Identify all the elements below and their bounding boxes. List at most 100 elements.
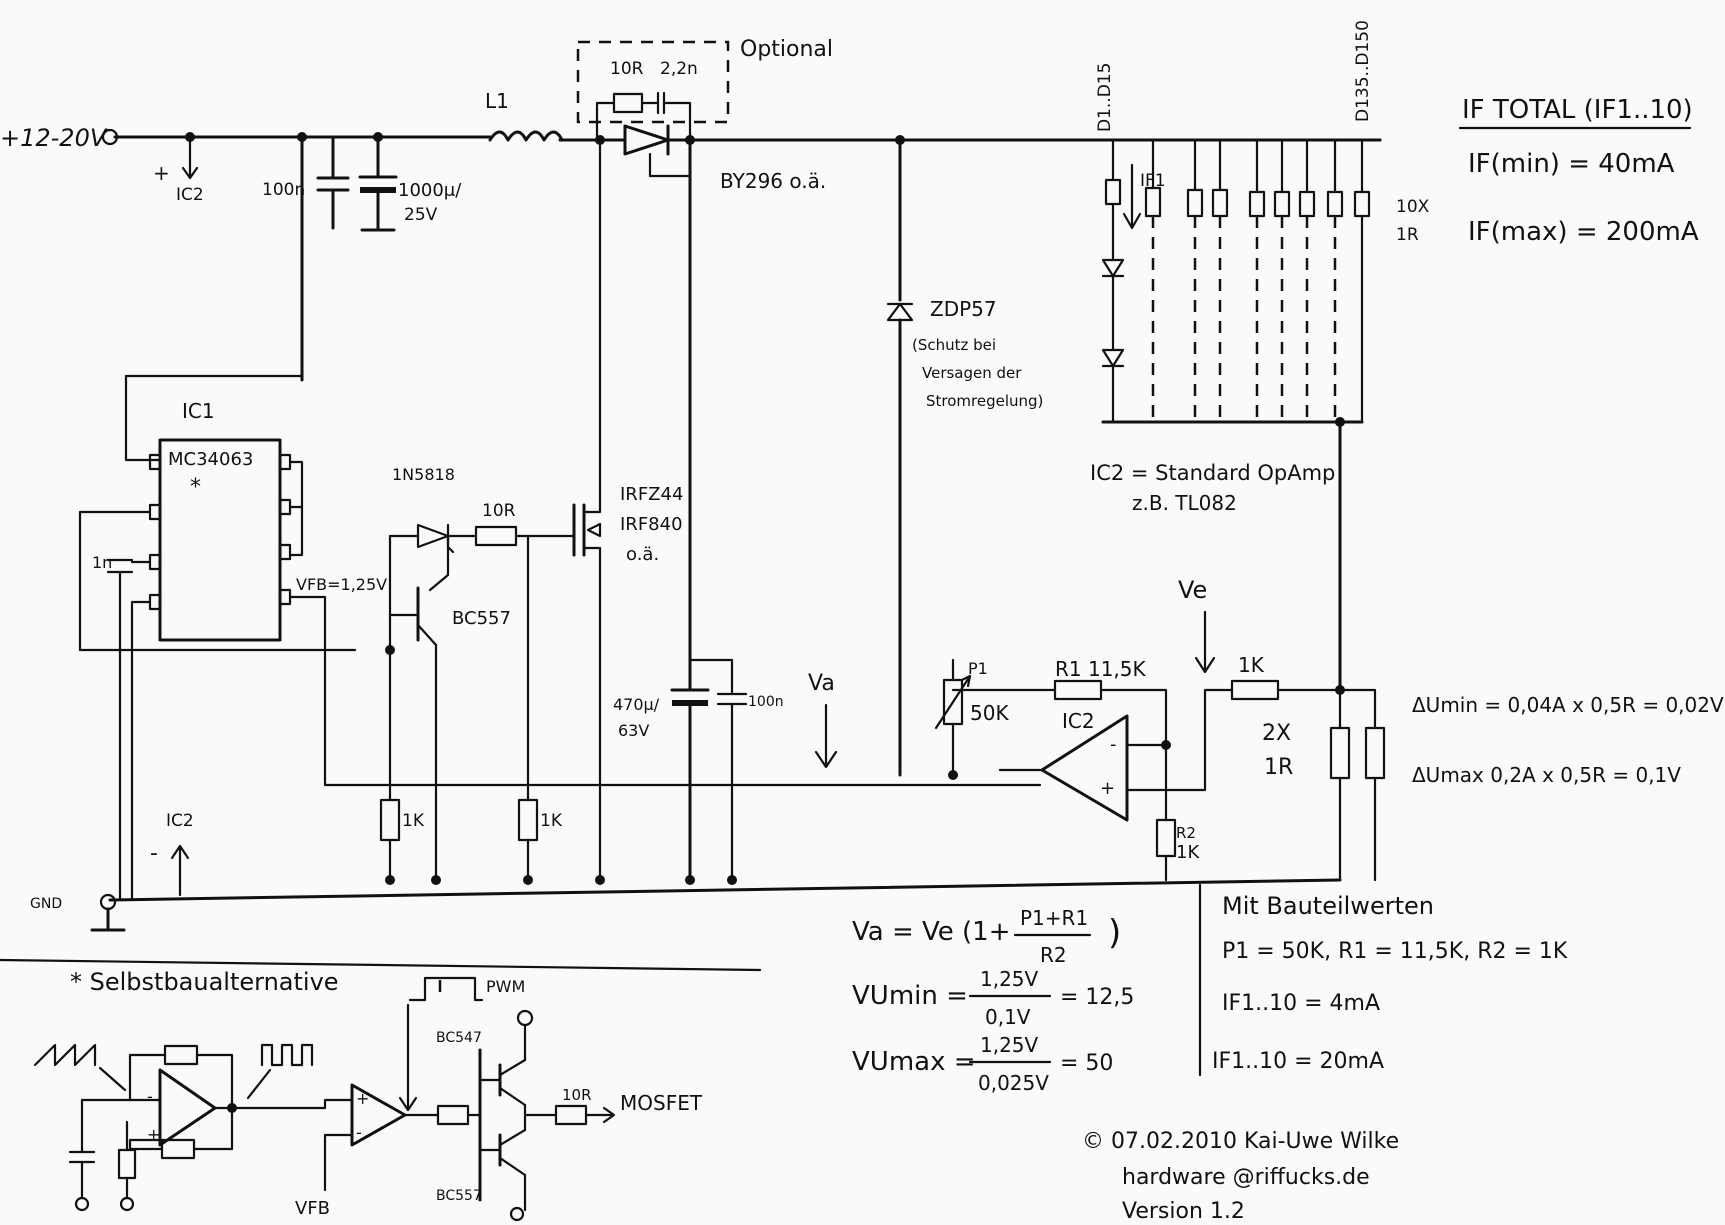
led-group-label-1: D1..D15 [1095, 63, 1115, 132]
zener-note-2: Versagen der [922, 364, 1022, 382]
led-array [1098, 138, 1382, 424]
ic2-plus-label: IC2 [176, 185, 204, 205]
pwm-symbol [408, 976, 484, 1002]
va-close: ) [1108, 913, 1121, 953]
va-frac-bot: R2 [1040, 943, 1067, 967]
r2-value: 1K [1176, 842, 1200, 863]
led-resistor-count: 10X [1396, 197, 1430, 217]
zener-label: ZDP57 [930, 297, 997, 321]
input-cap-100n-label: 100n [262, 180, 305, 200]
pull-resistor-1-label: 1K [402, 811, 425, 831]
transistor-bc557-label: BC557 [452, 608, 511, 629]
mosfet-label-3: o.ä. [626, 544, 659, 565]
square-symbol [260, 1043, 314, 1067]
shunt-count-label: 2X [1262, 721, 1291, 746]
r1-label: R1 11,5K [1055, 657, 1147, 681]
ic1-part: MC34063 [168, 449, 253, 470]
ve-label: Ve [1178, 576, 1207, 604]
sawtooth-symbol [33, 1043, 97, 1067]
pot-p1-label: P1 [968, 659, 988, 678]
if-max-formula: IF(max) = 200mA [1468, 217, 1699, 247]
ic2-minus-label: IC2 [166, 811, 194, 831]
if-min-formula: IF(min) = 40mA [1468, 149, 1675, 179]
copyright-line-2: hardware @riffucks.de [1122, 1165, 1370, 1190]
ic1-timing-cap-label: 1n [92, 553, 112, 572]
vumax-den: 0,025V [978, 1071, 1049, 1095]
inductor-l1 [488, 130, 564, 142]
vumax-label: VUmax = [852, 1047, 976, 1077]
mosfet-switch [572, 138, 602, 882]
copyright-line-1: © 07.02.2010 Kai-Uwe Wilke [1082, 1129, 1399, 1154]
snubber-resistor-label: 10R [610, 59, 644, 79]
ic1-star: * [190, 475, 201, 500]
copyright-line-3: Version 1.2 [1122, 1199, 1245, 1224]
va-label: Va [808, 671, 835, 696]
vumin-den: 0,1V [985, 1005, 1031, 1029]
ic2-note-2: z.B. TL082 [1132, 491, 1237, 515]
delta-umax: ΔUmax 0,2A x 0,5R = 0,1V [1412, 763, 1681, 787]
gnd-label: GND [30, 896, 62, 912]
svg-text:-: - [356, 1123, 362, 1142]
diode-by296-label: BY296 o.ä. [720, 169, 826, 193]
vumin-num: 1,25V [980, 967, 1039, 991]
ic1-vfb-label: VFB=1,25V [296, 575, 387, 594]
diode-by296 [623, 124, 692, 156]
mosfet-label-1: IRFZ44 [620, 484, 683, 505]
gnd-terminal [99, 893, 117, 911]
vumax-result: = 50 [1060, 1051, 1113, 1076]
ic1-chip [158, 438, 282, 642]
ic2-plus-sign: + [153, 161, 170, 185]
svg-text:+: + [147, 1125, 160, 1144]
pull-resistor-2-label: 1K [540, 811, 563, 831]
pot-p1-value: 50K [970, 701, 1009, 725]
ic2-note-1: IC2 = Standard OpAmp [1090, 461, 1335, 485]
vumin-label: VUmin = [852, 981, 968, 1011]
alt-pwm-comparator: + - [230, 1083, 482, 1192]
led-group-label-2: D135..D150 [1353, 20, 1373, 122]
opamp-plus: + [1100, 778, 1115, 799]
alt-bc557-label: BC557 [436, 1188, 482, 1204]
zener-note-3: Stromregelung) [926, 392, 1043, 410]
values-line-3: IF1..10 = 20mA [1212, 1049, 1384, 1074]
opamp-label: IC2 [1062, 709, 1095, 733]
values-line-2: IF1..10 = 4mA [1222, 991, 1380, 1016]
snubber-cap-label: 2,2n [660, 59, 698, 79]
output-cap-100n-label: 100n [748, 694, 784, 710]
input-cap-1000u-voltage: 25V [404, 205, 438, 225]
optional-label: Optional [740, 37, 833, 62]
opamp-minus: - [1110, 734, 1117, 755]
svg-text:-: - [147, 1087, 153, 1106]
shunt-value-label: 1R [1264, 755, 1293, 780]
vumin-result: = 12,5 [1060, 985, 1134, 1010]
input-voltage-label: +12-20V [0, 124, 108, 152]
va-equation: Va = Ve (1+ [852, 917, 1011, 947]
alt-vfb-label: VFB [295, 1198, 330, 1219]
ic1-label: IC1 [182, 399, 215, 423]
values-title: Mit Bauteilwerten [1222, 892, 1434, 920]
input-cap-1000u-label: 1000μ/ [398, 180, 462, 201]
alt-comparator: - + [68, 1044, 234, 1212]
alt-bc547-label: BC547 [436, 1030, 482, 1046]
ic2-minus-sign: - [150, 841, 158, 866]
svg-text:+: + [356, 1089, 369, 1108]
optional-snubber-box [576, 40, 730, 124]
vumax-num: 1,25V [980, 1033, 1039, 1057]
led-resistor-value: 1R [1396, 225, 1419, 245]
gate-resistor-label: 10R [482, 501, 516, 521]
alt-title: * Selbstbaualternative [70, 968, 339, 996]
output-cap-470u-voltage: 63V [618, 721, 649, 740]
zener-note-1: (Schutz bei [912, 336, 996, 354]
values-line-1: P1 = 50K, R1 = 11,5K, R2 = 1K [1222, 939, 1568, 964]
r2-label: R2 [1176, 824, 1196, 842]
pwm-label: PWM [486, 977, 525, 996]
alt-resistor-label: 10R [562, 1086, 592, 1104]
va-frac-top: P1+R1 [1020, 906, 1088, 930]
delta-umin: ΔUmin = 0,04A x 0,5R = 0,02V [1412, 693, 1724, 717]
mosfet-label-2: IRF840 [620, 514, 683, 535]
diode-1n5818-label: 1N5818 [392, 465, 455, 484]
input-terminal [101, 128, 119, 146]
opamp-ic2 [1040, 714, 1129, 822]
alt-pushpull [478, 1009, 616, 1222]
inductor-label: L1 [485, 89, 509, 113]
